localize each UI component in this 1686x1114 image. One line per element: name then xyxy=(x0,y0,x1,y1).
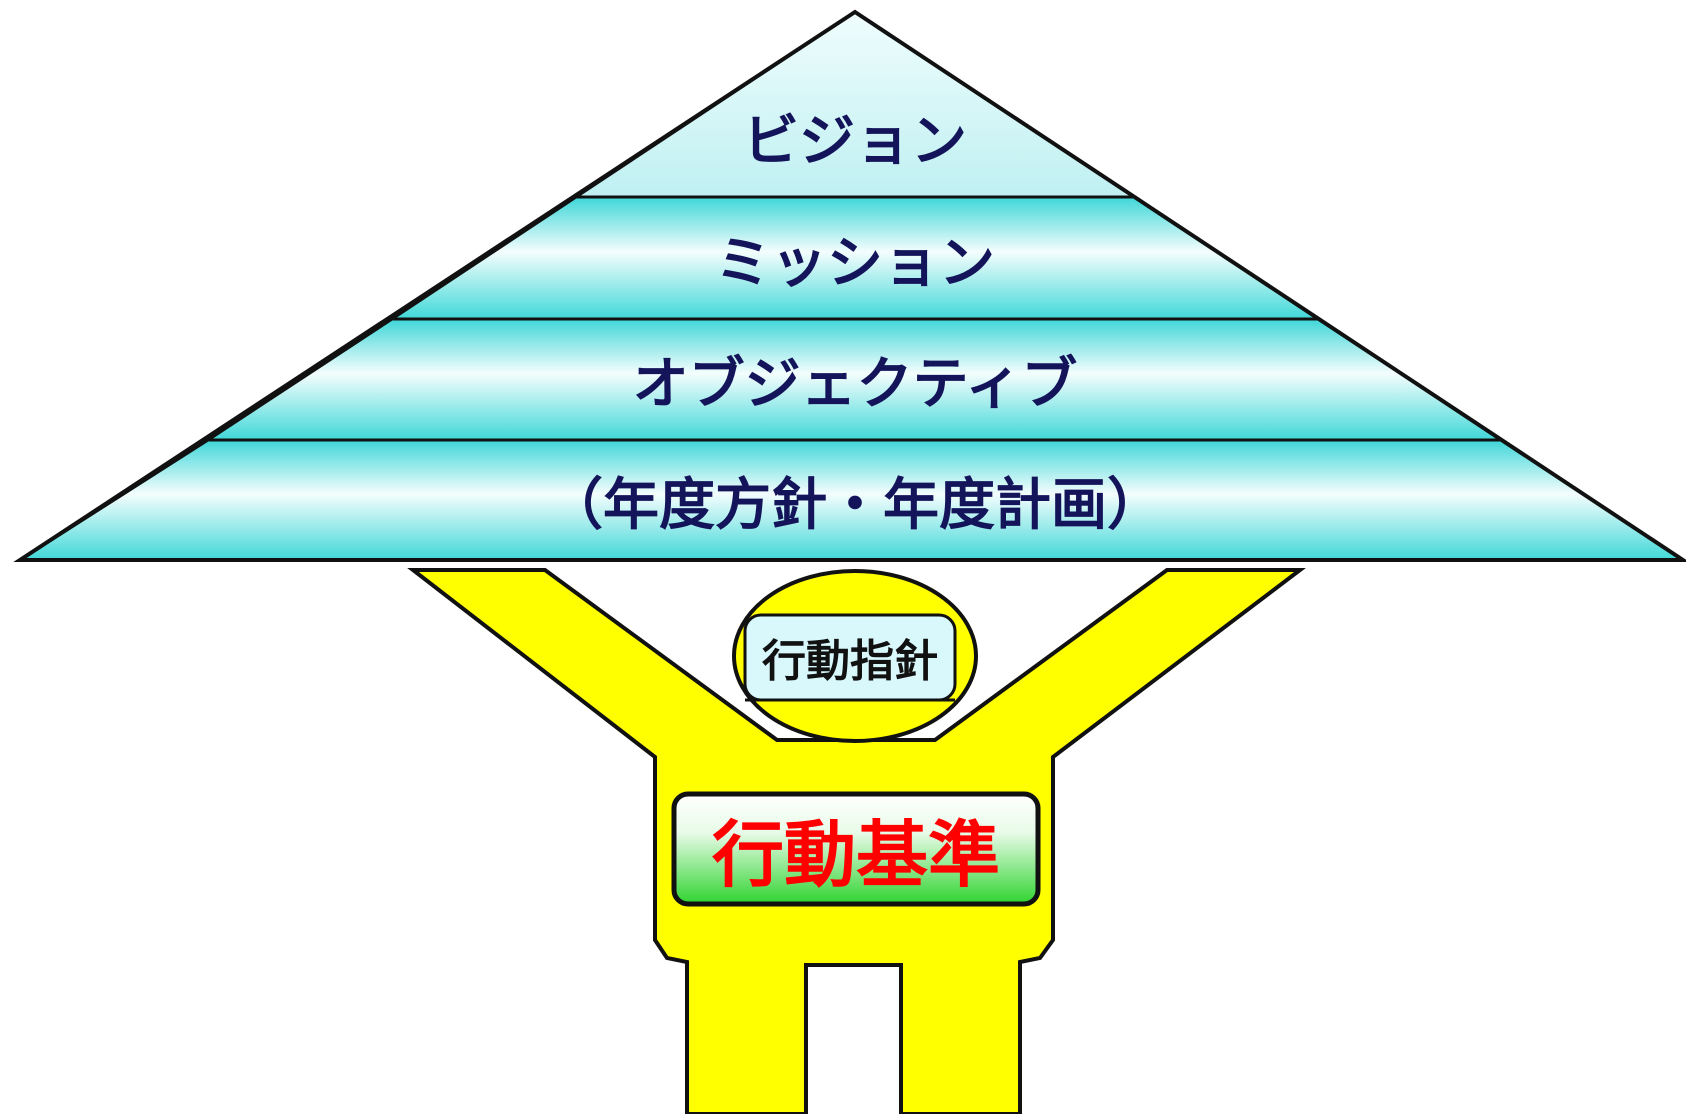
body-label-group: 行動基準 xyxy=(671,791,1041,907)
pyramid-tier-1-label: ビジョン xyxy=(743,109,967,174)
body-label-box xyxy=(671,791,1041,907)
pyramid-tier-2-label: ミッション xyxy=(715,231,995,296)
pyramid: ビジョン ミッション オブジェクティブ （年度方針・年度計画） xyxy=(13,9,1686,562)
body-label: 行動基準 xyxy=(712,813,1000,897)
head-label: 行動指針 xyxy=(762,636,938,687)
pyramid-outline xyxy=(13,9,1686,562)
pyramid-tier-4-label: （年度方針・年度計画） xyxy=(547,473,1163,538)
pyramid-tier-3-label: オブジェクティブ xyxy=(633,352,1078,417)
